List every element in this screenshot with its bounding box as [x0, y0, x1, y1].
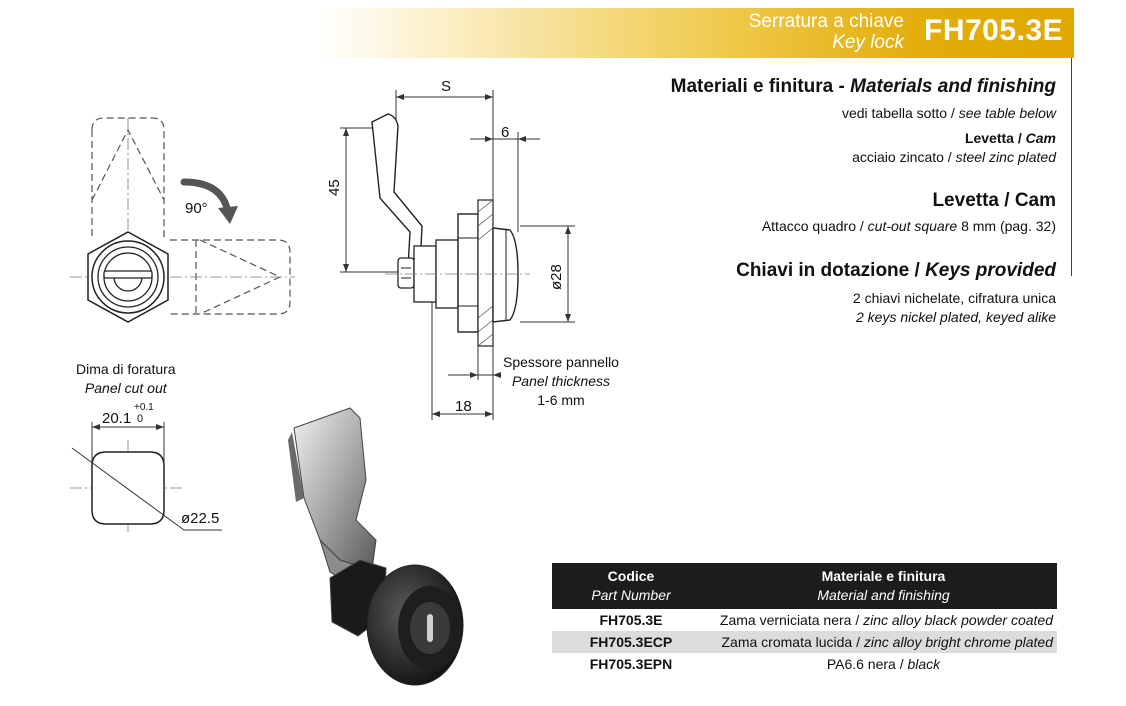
materials-note-it: vedi tabella sotto / — [841, 105, 955, 121]
materials-note-en: see table below — [958, 105, 1056, 121]
row-code: FH705.3EPN — [589, 656, 673, 672]
materials-heading-it: Materiali e finitura - — [670, 76, 845, 97]
row-material: Zama cromata lucida / zinc alloy bright … — [710, 631, 1057, 653]
table-row: FH705.3E Zama verniciata nera / zinc all… — [552, 609, 1057, 631]
panel-thickness-note: Spessore pannello Panel thickness 1-6 mm — [503, 353, 619, 410]
header-band — [318, 8, 1074, 58]
row-material: Zama verniciata nera / zinc alloy black … — [710, 609, 1057, 631]
header-title: Serratura a chiave Key lock — [749, 11, 904, 53]
table-row: FH705.3ECP Zama cromata lucida / zinc al… — [552, 631, 1057, 653]
keys-heading: Chiavi in dotazione / Keys provided — [736, 260, 1056, 282]
row-material-it: Zama verniciata nera / — [719, 612, 860, 628]
keys-line-en: 2 keys nickel plated, keyed alike — [856, 309, 1056, 325]
tolerance-zero: 0 — [137, 413, 144, 425]
col-part-number: Codice Part Number — [552, 563, 710, 609]
col-part-number-it: Codice — [607, 568, 655, 584]
cam-heading: Levetta / Cam — [932, 190, 1056, 211]
cam-material-it: acciaio zincato / — [852, 149, 952, 165]
cam-text-en: cut-out square — [867, 218, 958, 234]
cutout-title-it: Dima di foratura — [76, 361, 176, 377]
row-material-en: zinc alloy black powder coated — [863, 612, 1053, 628]
keys-heading-it: Chiavi in dotazione / — [736, 260, 920, 281]
materials-heading: Materiali e finitura - Materials and fin… — [671, 76, 1056, 98]
cutout-diameter: ø22.5 — [181, 510, 220, 527]
row-material-en: black — [907, 656, 941, 672]
dimension-6: 6 — [501, 124, 510, 141]
tolerance-plus: +0.1 — [134, 402, 154, 413]
panel-thickness-it: Spessore pannello — [503, 354, 619, 370]
col-material: Materiale e finitura Material and finish… — [710, 563, 1057, 609]
row-material-it: Zama cromata lucida / — [721, 634, 861, 650]
materials-table: Codice Part Number Materiale e finitura … — [552, 563, 1057, 675]
table-row: FH705.3EPN PA6.6 nera / black — [552, 653, 1057, 675]
dimension-18: 18 — [455, 398, 472, 415]
cam-material: acciaio zincato / steel zinc plated — [852, 148, 1056, 167]
cam-label-en: Cam — [1025, 130, 1056, 146]
col-part-number-en: Part Number — [591, 587, 671, 603]
row-code: FH705.3E — [599, 612, 663, 628]
cutout-width: 20.1 — [102, 410, 132, 427]
materials-note: vedi tabella sotto / see table below — [842, 104, 1056, 123]
keys-line-it: 2 chiavi nichelate, cifratura unica — [852, 290, 1056, 306]
right-rule — [1071, 58, 1072, 276]
row-material-it: PA6.6 nera / — [826, 656, 904, 672]
product-code: FH705.3E — [924, 14, 1064, 47]
keys-heading-en: Keys provided — [925, 260, 1056, 281]
cutout-title: Dima di foratura Panel cut out — [76, 360, 176, 398]
col-material-en: Material and finishing — [817, 587, 950, 603]
panel-thickness-range: 1-6 mm — [537, 392, 585, 408]
table-header: Codice Part Number Materiale e finitura … — [552, 563, 1057, 609]
cutout-title-en: Panel cut out — [84, 380, 167, 396]
cam-text-it: Attacco quadro / — [761, 218, 864, 234]
cam-material-label: Levetta / Cam — [965, 129, 1056, 148]
cam-material-en: steel zinc plated — [955, 149, 1056, 165]
header-title-it: Serratura a chiave — [748, 11, 904, 32]
row-material: PA6.6 nera / black — [710, 653, 1057, 675]
cam-text-size: 8 mm (pag. 32) — [961, 218, 1056, 234]
header-title-en: Key lock — [832, 32, 904, 53]
cam-text: Attacco quadro / cut-out square 8 mm (pa… — [762, 217, 1056, 236]
rotation-label: 90° — [185, 200, 208, 217]
col-material-it: Materiale e finitura — [821, 568, 946, 584]
panel-thickness-en: Panel thickness — [511, 373, 611, 389]
cam-label-it: Levetta / — [964, 130, 1022, 146]
materials-heading-en: Materials and finishing — [850, 76, 1056, 97]
row-material-en: zinc alloy bright chrome plated — [863, 634, 1053, 650]
dimension-s: S — [441, 78, 452, 95]
row-code: FH705.3ECP — [552, 631, 710, 653]
